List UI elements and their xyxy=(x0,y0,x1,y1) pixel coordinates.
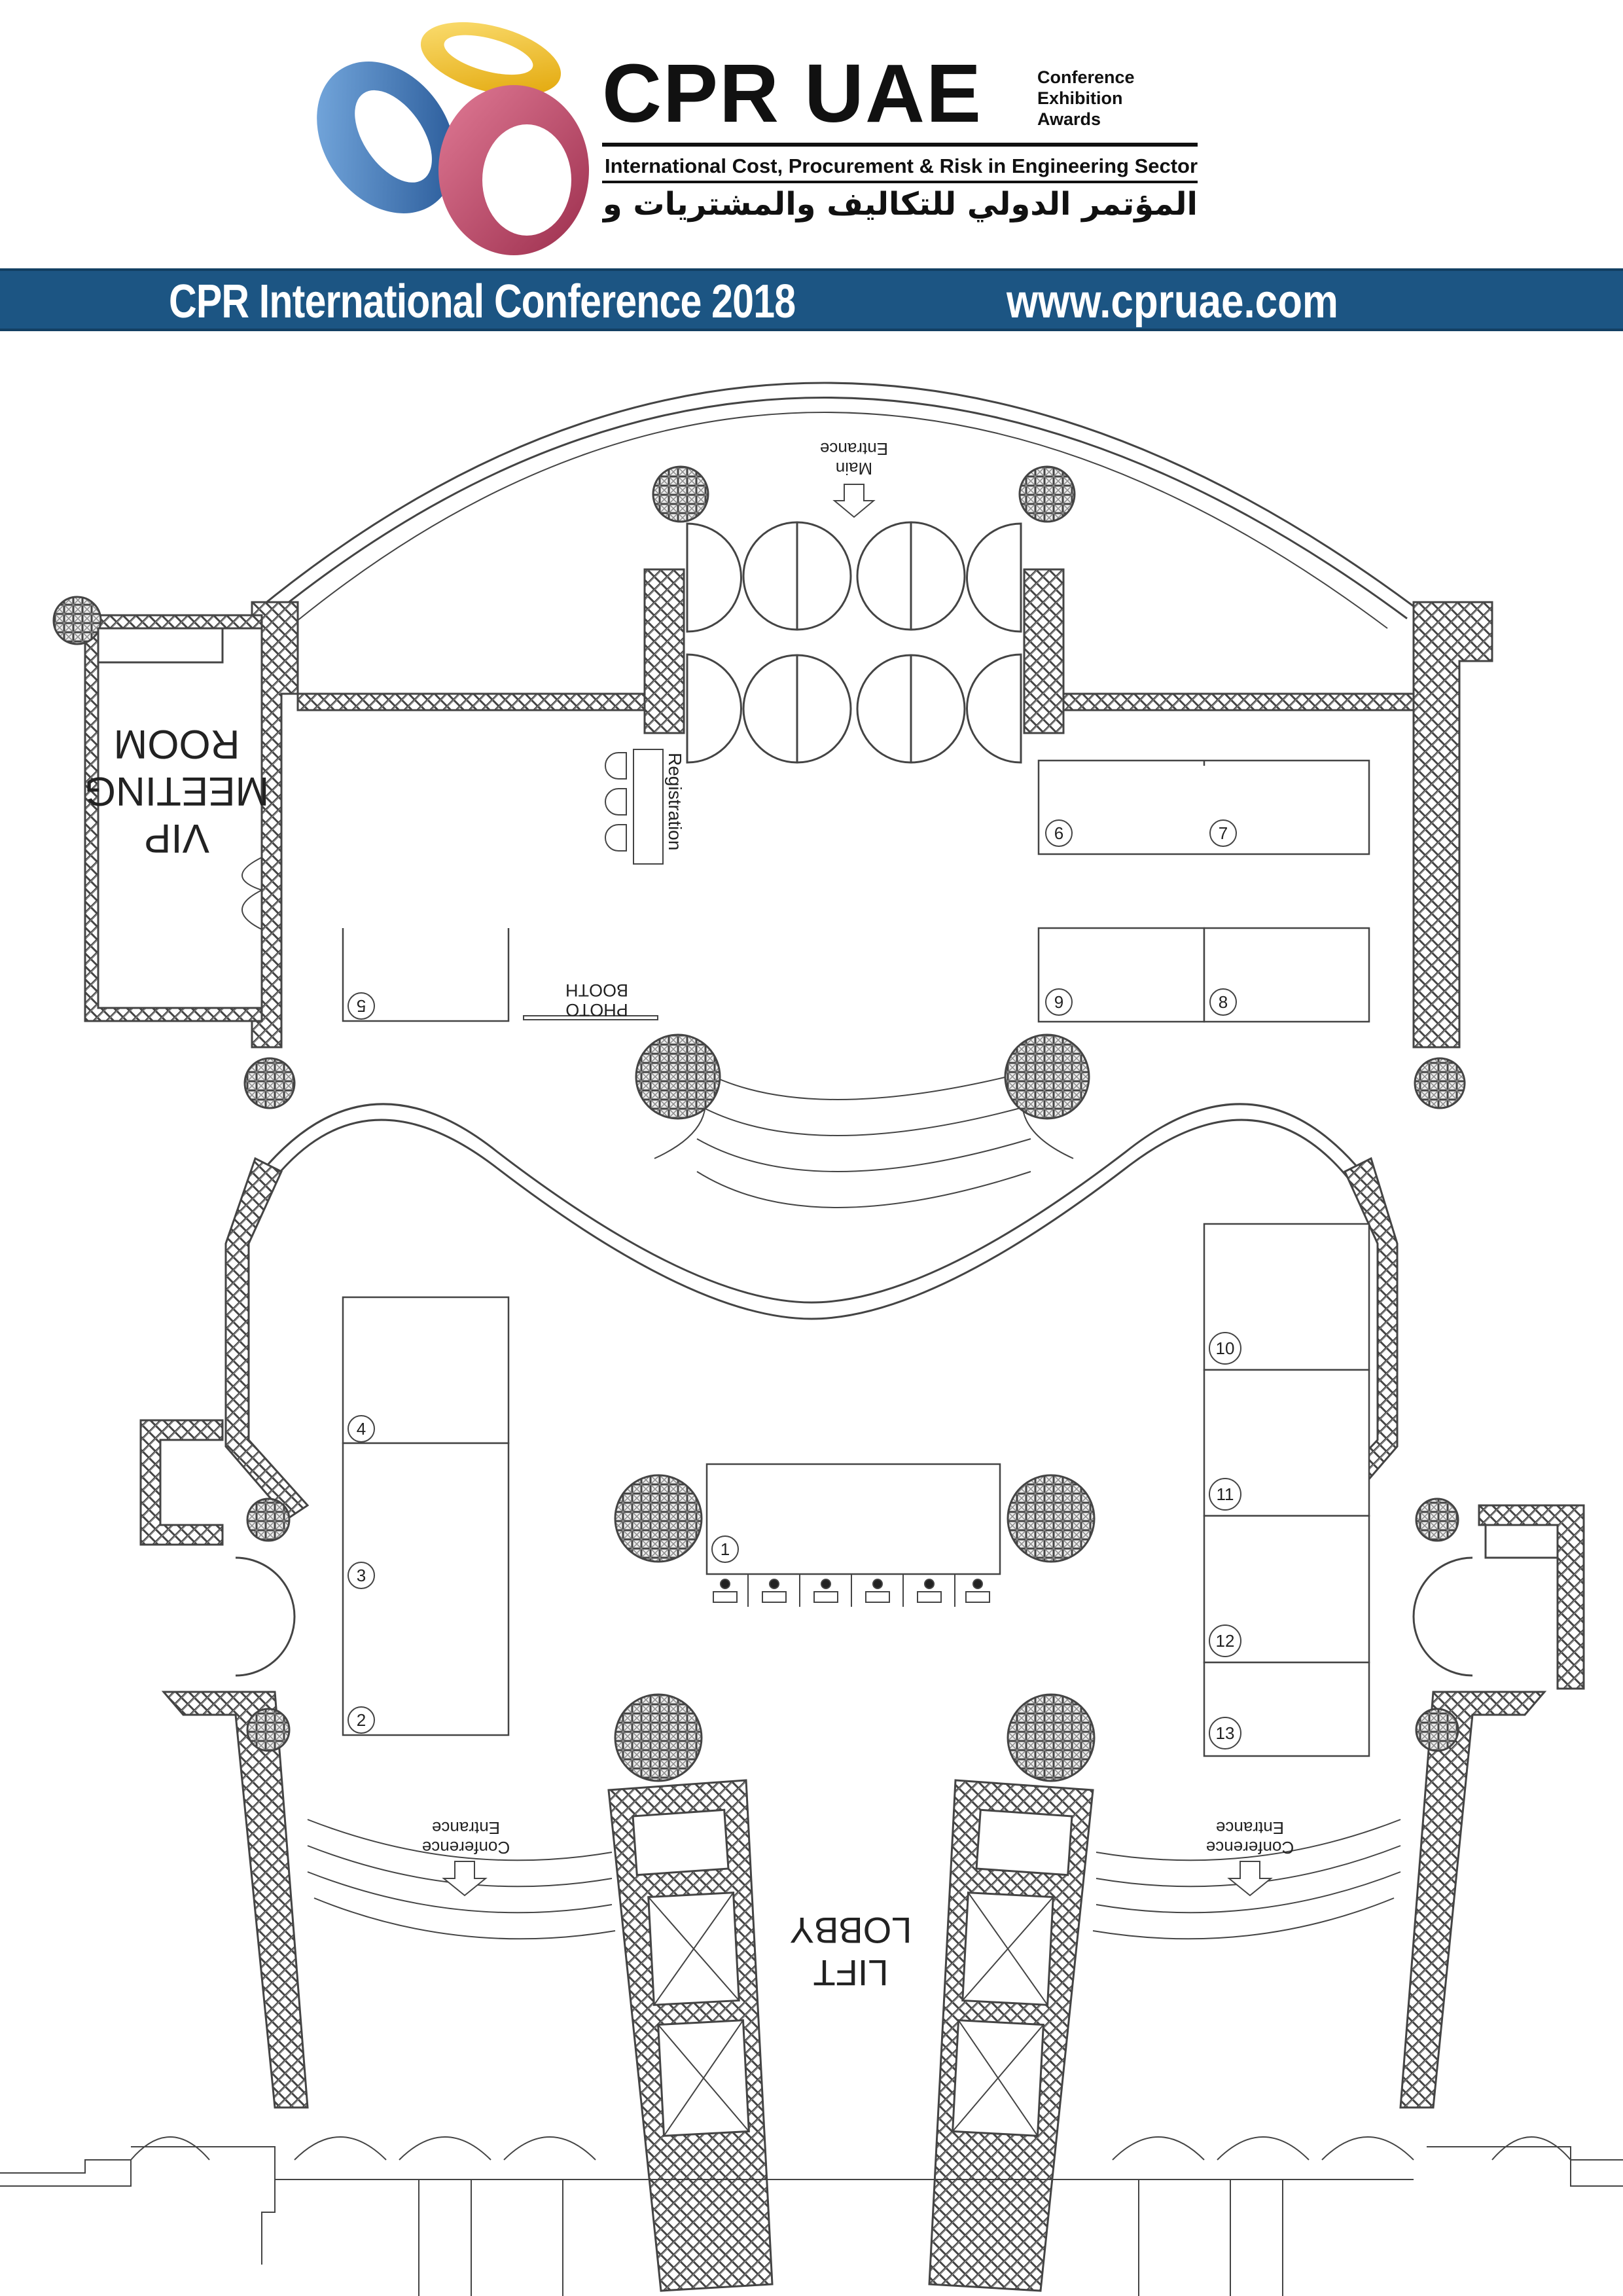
booth-number-5: 5 xyxy=(348,992,375,1020)
conference-entrance-right[interactable]: Conference Entrance xyxy=(1206,1818,1294,1897)
right-alcove xyxy=(1412,1556,1473,1677)
booth-6-7-area[interactable] xyxy=(1037,759,1370,855)
brand-divider-bottom xyxy=(602,181,1198,183)
svg-text:MEETING: MEETING xyxy=(84,768,269,814)
side-walls xyxy=(139,1157,1585,2109)
registration-chairs xyxy=(605,752,627,852)
svg-text:5: 5 xyxy=(357,996,366,1016)
booth-number-9: 9 xyxy=(1045,988,1073,1016)
hall-columns xyxy=(614,1474,1096,1782)
svg-text:Registration: Registration xyxy=(665,753,685,850)
brand-tagline: Conference Exhibition Awards xyxy=(1037,67,1135,130)
booth-number-2: 2 xyxy=(348,1706,375,1734)
upper-curved-wall xyxy=(243,1033,1466,1320)
main-entrance-marker: Main Entrance xyxy=(820,439,888,518)
booth-number-3: 3 xyxy=(348,1562,375,1589)
lift-car-right-2[interactable] xyxy=(952,2019,1044,2137)
conference-entrance-left[interactable]: Conference Entrance xyxy=(422,1818,510,1897)
svg-text:10: 10 xyxy=(1216,1338,1235,1358)
svg-text:Main: Main xyxy=(836,459,872,478)
logo-pink-ring xyxy=(438,85,589,255)
booth-number-4: 4 xyxy=(348,1415,375,1443)
booth-number-8: 8 xyxy=(1209,988,1237,1016)
booth-numbers: 1 2 3 4 5 6 7 8 9 10 11 12 13 xyxy=(348,819,1241,1749)
svg-text:7: 7 xyxy=(1219,823,1228,843)
logo-blue-ring xyxy=(317,62,455,213)
booth-number-7: 7 xyxy=(1209,819,1237,847)
lift-lobby: LIFT LOBBY xyxy=(607,1779,1094,2292)
tagline-awards: Awards xyxy=(1037,109,1101,129)
lift-lobby-label: LIFT LOBBY xyxy=(790,1910,912,1994)
svg-text:LIFT: LIFT xyxy=(813,1952,888,1994)
svg-text:3: 3 xyxy=(357,1566,366,1585)
tagline-exhibition: Exhibition xyxy=(1037,88,1123,108)
bottom-facade xyxy=(0,2136,1623,2296)
lift-car-left-2[interactable] xyxy=(657,2019,750,2137)
svg-text:BOOTH: BOOTH xyxy=(565,980,628,1000)
svg-text:8: 8 xyxy=(1219,992,1228,1012)
lift-car-right-1[interactable] xyxy=(961,1892,1054,2006)
booth-number-12: 12 xyxy=(1209,1624,1241,1657)
booth-1-area[interactable] xyxy=(705,1463,1001,1575)
svg-text:6: 6 xyxy=(1054,823,1063,843)
logo-yellow-ring xyxy=(420,22,562,96)
svg-text:2: 2 xyxy=(357,1710,366,1730)
svg-text:Conference: Conference xyxy=(422,1838,510,1857)
floor-plan: VIP MEETING ROOM Main Entrance Registrat… xyxy=(0,382,1623,2296)
booth-5-area[interactable] xyxy=(342,928,510,1022)
svg-text:13: 13 xyxy=(1216,1723,1235,1743)
brand-subtitle-ar: المؤتمر الدولي للتكاليف والمشتريات والمخ… xyxy=(602,186,1198,223)
cpr-logo xyxy=(317,22,589,255)
registration-desk[interactable]: Registration xyxy=(605,749,685,865)
banner-website-link[interactable]: www.cpruae.com xyxy=(1007,276,1338,328)
svg-text:12: 12 xyxy=(1216,1631,1235,1651)
lift-car-left-1[interactable] xyxy=(647,1892,740,2006)
svg-text:11: 11 xyxy=(1217,1484,1234,1504)
vip-meeting-room[interactable]: VIP MEETING ROOM xyxy=(84,627,269,1009)
booths xyxy=(342,759,1370,1757)
booth-number-10: 10 xyxy=(1209,1332,1241,1365)
svg-text:Conference: Conference xyxy=(1206,1838,1294,1857)
svg-text:Entrance: Entrance xyxy=(1216,1818,1284,1838)
lower-curved-wall xyxy=(307,1819,1401,1940)
svg-text:4: 4 xyxy=(357,1419,366,1439)
svg-text:LOBBY: LOBBY xyxy=(790,1910,912,1951)
svg-text:1: 1 xyxy=(721,1539,730,1559)
booth-number-13: 13 xyxy=(1209,1717,1241,1749)
booth-number-1: 1 xyxy=(711,1535,739,1563)
brand-subtitle-en: International Cost, Procurement & Risk i… xyxy=(605,154,1198,177)
left-alcove xyxy=(235,1556,296,1677)
svg-text:9: 9 xyxy=(1054,992,1063,1012)
booth-number-6: 6 xyxy=(1045,819,1073,847)
outer-walls xyxy=(52,465,1493,1049)
svg-text:VIP: VIP xyxy=(144,816,209,861)
stage-seating xyxy=(707,1573,1000,1607)
svg-text:Entrance: Entrance xyxy=(432,1818,500,1838)
booth-2-3-area[interactable] xyxy=(342,1442,510,1736)
svg-text:ROOM: ROOM xyxy=(114,721,240,766)
svg-text:PHOTO: PHOTO xyxy=(565,1000,628,1020)
conference-banner: CPR International Conference 2018 www.cp… xyxy=(0,268,1623,331)
photo-booth[interactable]: PHOTO BOOTH xyxy=(523,980,658,1020)
svg-text:Entrance: Entrance xyxy=(820,439,888,459)
banner-conference-title: CPR International Conference 2018 xyxy=(169,276,796,328)
vip-room-label: VIP MEETING ROOM xyxy=(84,721,269,861)
tagline-conference: Conference xyxy=(1037,67,1135,87)
booth-number-11: 11 xyxy=(1209,1478,1241,1511)
dome-walls xyxy=(258,382,1418,629)
main-entrance-doors[interactable] xyxy=(686,521,1022,764)
brand-title: CPR UAE xyxy=(602,47,983,139)
brand-divider-top xyxy=(602,143,1198,147)
